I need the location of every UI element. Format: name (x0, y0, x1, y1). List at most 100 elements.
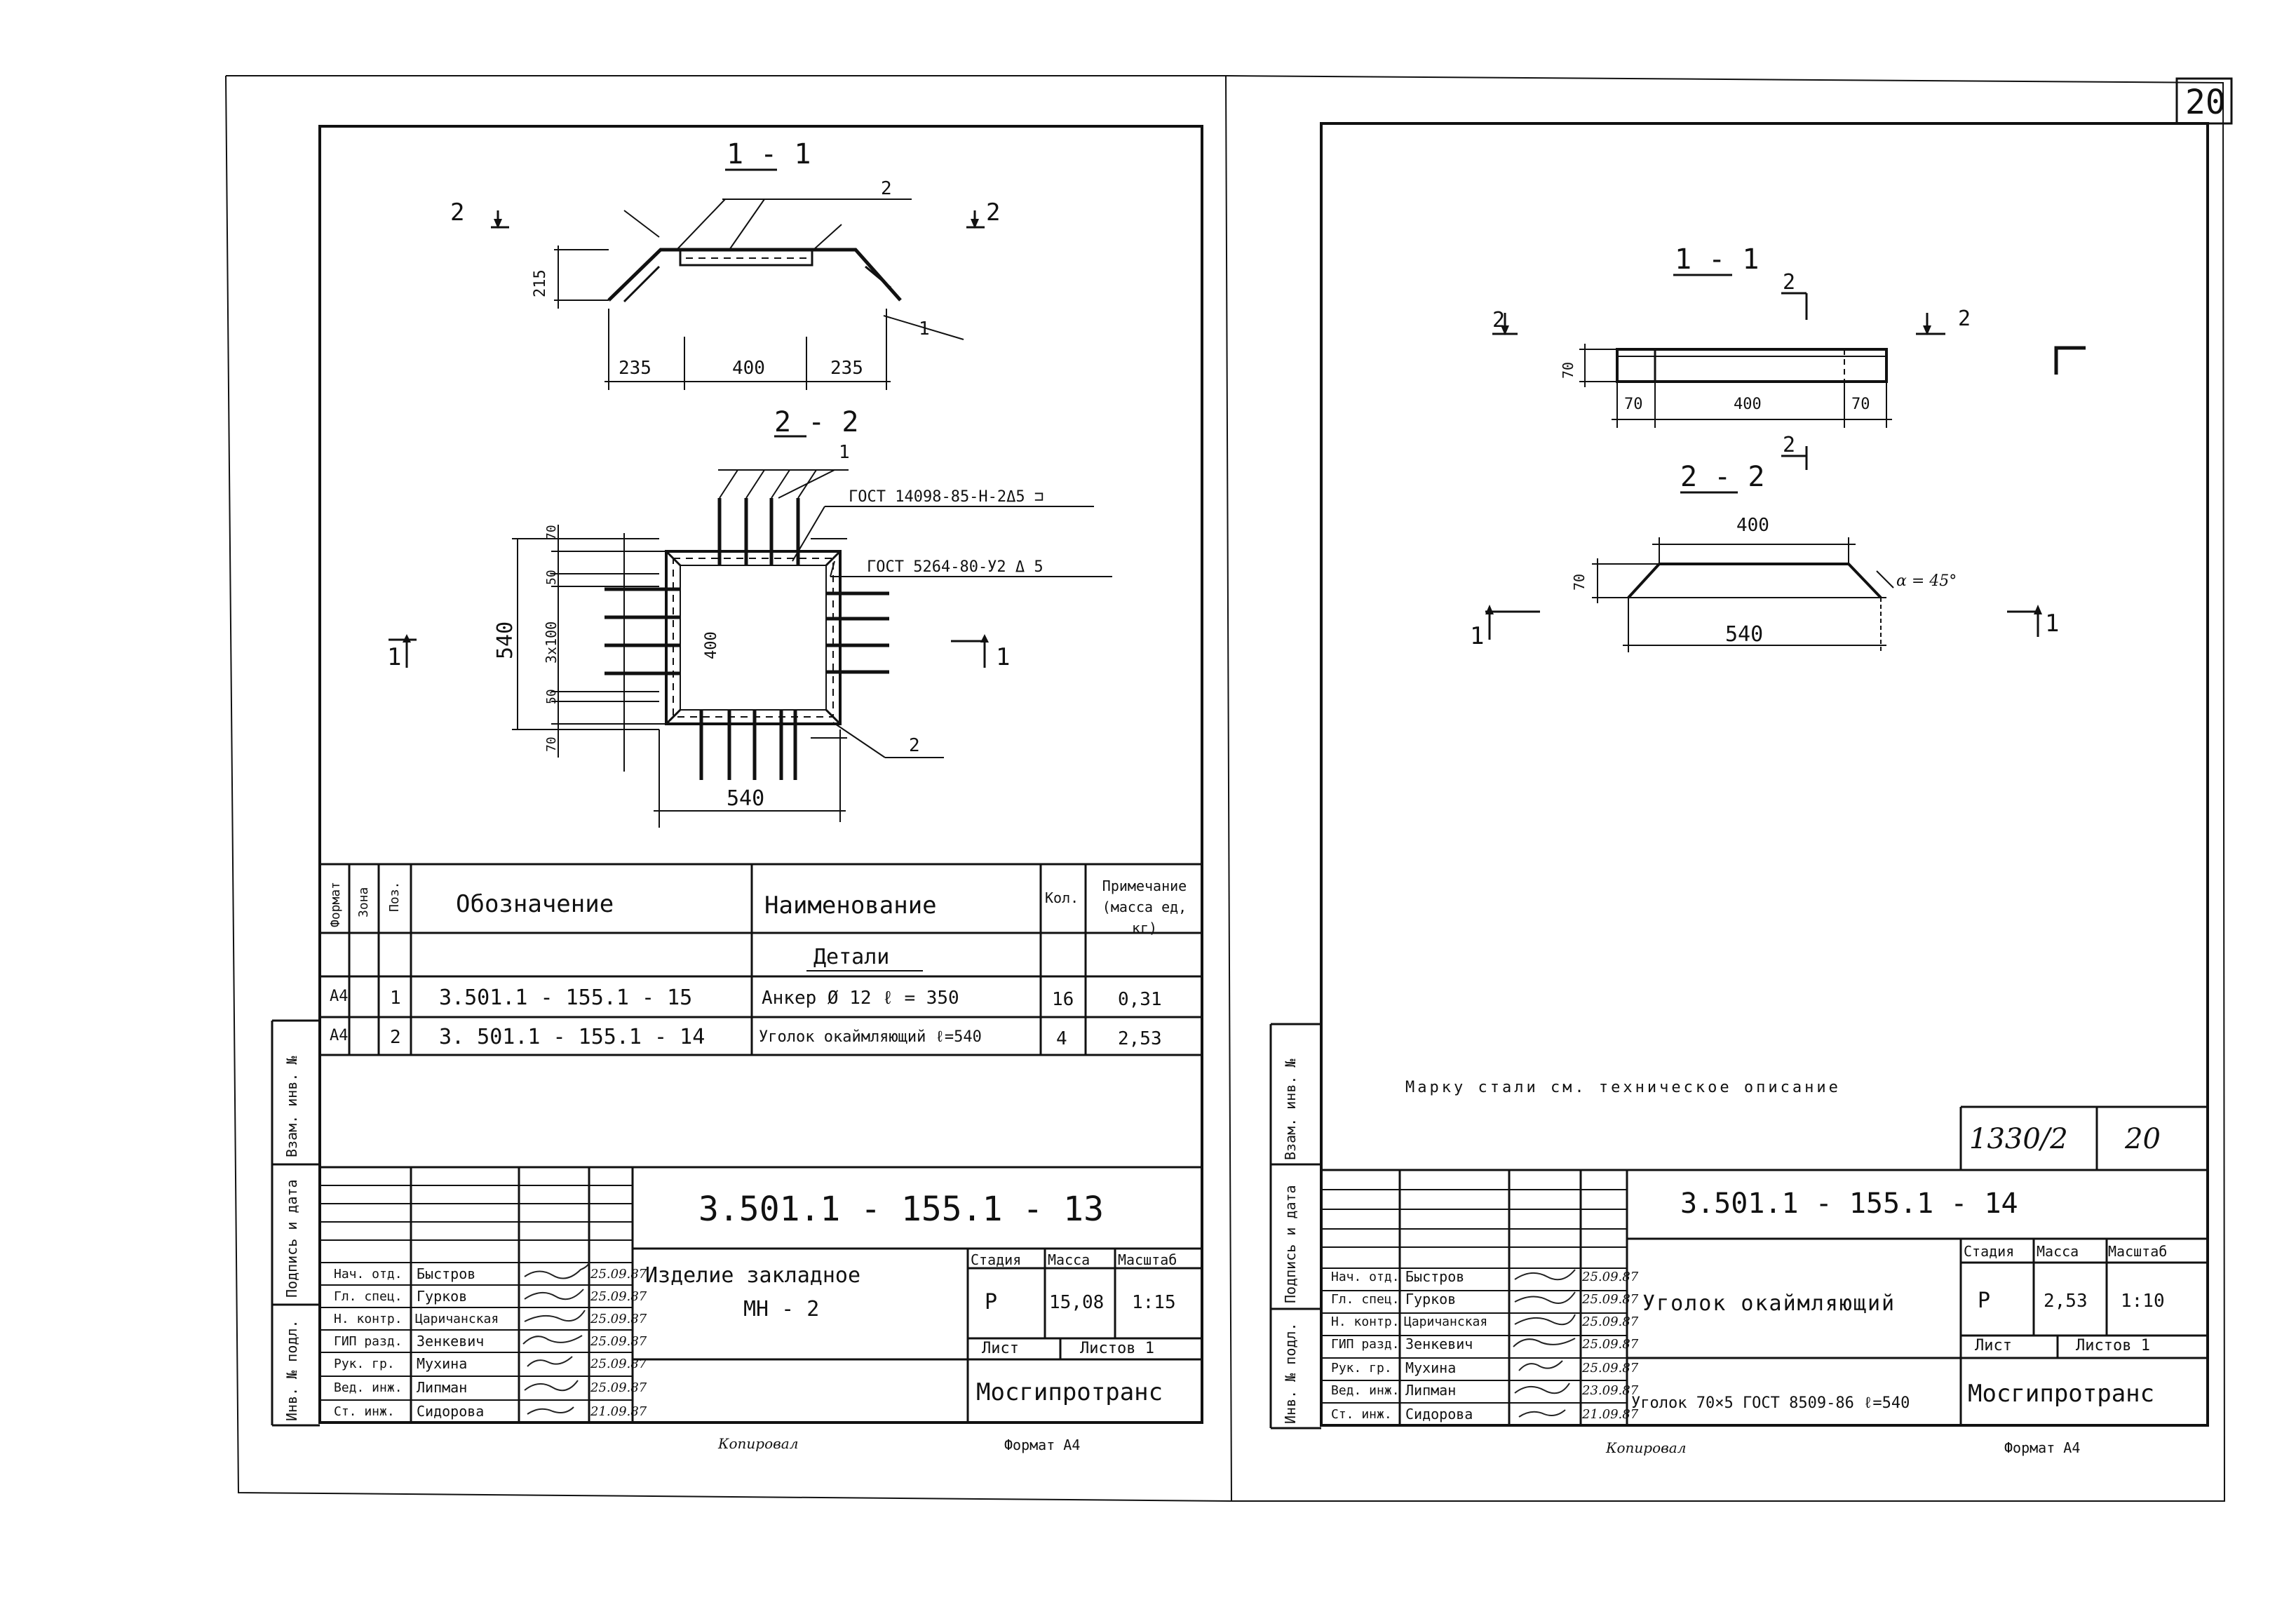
left-stage: Р (985, 1290, 998, 1314)
dim-70-top: 70 (544, 525, 559, 540)
hdr-designation: Обозначение (456, 890, 614, 918)
right-section-2-2-title: 2 - 2 (1680, 461, 1765, 493)
dim-540-vertical: 540 (493, 621, 518, 659)
left-sheets-label: Листов 1 (1080, 1340, 1154, 1357)
right-dim-70-height: 70 (1560, 361, 1576, 379)
left-date-0: 25.09.87 (590, 1267, 647, 1282)
cut-label-1-left: 1 (387, 643, 402, 671)
right-name-1: Гурков (1405, 1291, 1457, 1307)
left-date-2: 25.09.87 (590, 1312, 647, 1326)
left-name-1: Гурков (417, 1288, 468, 1305)
right-date-6: 21.09.87 (1582, 1407, 1639, 1422)
left-sheet-label: Лист (982, 1340, 1019, 1357)
dim-400-inner: 400 (703, 631, 720, 659)
right-mass: 2,53 (2044, 1291, 2088, 1312)
dim-3x100: 3x100 (543, 621, 560, 664)
left-stage-label: Стадия (971, 1251, 1022, 1268)
right-material: Уголок 70×5 ГОСТ 8509-86 ℓ=540 (1631, 1394, 1910, 1412)
right-mass-label: Масса (2037, 1243, 2079, 1260)
right-date-4: 25.09.87 (1582, 1361, 1639, 1376)
left-role-0: Нач. отд. (334, 1267, 403, 1282)
left-role-3: ГИП разд. (334, 1334, 403, 1349)
stamp-number: 1330/2 (1969, 1123, 2068, 1155)
row1-pos: 1 (390, 988, 401, 1009)
right-role-2: Н. контр. (1331, 1314, 1400, 1329)
right-date-3: 25.09.87 (1582, 1337, 1639, 1352)
hdr-format: Формат (328, 881, 343, 927)
left-name-0: Быстров (417, 1265, 476, 1282)
left-role-1: Гл. спец. (334, 1289, 403, 1304)
cut-label-2-right: 2 (986, 199, 1001, 227)
leader-pos1: 1 (919, 318, 930, 339)
spec-section-details: Детали (813, 945, 890, 969)
side-label-signature: Подпись и дата (283, 1179, 300, 1298)
left-role-5: Вед. инж. (334, 1380, 403, 1395)
right-role-6: Ст. инж. (1331, 1407, 1392, 1422)
right-cut-1-left: 1 (1470, 622, 1485, 650)
right-scale-label: Масштаб (2108, 1243, 2168, 1260)
right-cut-1-right: 1 (2045, 610, 2060, 638)
left-name-4: Мухина (417, 1355, 468, 1372)
left-footer-copied: Копировал (718, 1435, 799, 1452)
section-2-2-title: 2 - 2 (774, 406, 859, 438)
dim-50-bottom: 50 (544, 689, 559, 704)
row2-note: 2,53 (1118, 1028, 1162, 1049)
left-role-6: Ст. инж. (334, 1404, 395, 1419)
right-title: Уголок окаймляющий (1642, 1291, 1896, 1316)
right-doc-code: 3.501.1 - 155.1 - 14 (1680, 1188, 2018, 1220)
right-dim-70-s2: 70 (1571, 573, 1588, 591)
right-name-3: Зенкевич (1405, 1336, 1473, 1352)
right-cut-2-top: 2 (1783, 270, 1796, 295)
row1-note: 0,31 (1118, 989, 1162, 1010)
right-date-0: 25.09.87 (1582, 1270, 1639, 1284)
right-name-4: Мухина (1405, 1359, 1457, 1376)
left-date-5: 25.09.87 (590, 1380, 647, 1395)
left-scale-label: Масштаб (1118, 1251, 1177, 1268)
right-cut-2-bottom: 2 (1783, 433, 1796, 457)
section-1-1-title: 1 - 1 (727, 138, 811, 170)
right-side-label-replace: Взам. инв. № (1282, 1058, 1299, 1161)
right-date-5: 23.09.87 (1582, 1383, 1639, 1398)
hdr-pos: Поз. (387, 881, 402, 912)
left-scale: 1:15 (1132, 1292, 1176, 1313)
left-date-6: 21.09.87 (590, 1404, 647, 1419)
right-organization: Мосгипротранс (1968, 1380, 2155, 1408)
right-section-1-1-title: 1 - 1 (1675, 243, 1760, 276)
right-cut-2-right: 2 (1958, 307, 1971, 331)
left-doc-code: 3.501.1 - 155.1 - 13 (698, 1190, 1104, 1229)
dim-70-bottom: 70 (544, 737, 559, 752)
right-sheets-label: Листов 1 (2076, 1337, 2150, 1354)
cut-label-2-left: 2 (450, 199, 465, 227)
stamp-page: 20 (2125, 1123, 2161, 1155)
right-name-0: Быстров (1405, 1268, 1465, 1285)
leader2-pos1: 1 (839, 442, 850, 463)
gost-5264: ГОСТ 5264-80-У2 Δ 5 (867, 558, 1044, 576)
row2-qty: 4 (1056, 1028, 1067, 1049)
row1-designation: 3.501.1 - 155.1 - 15 (439, 986, 693, 1010)
cut-label-1-right: 1 (996, 643, 1011, 671)
right-date-2: 25.09.87 (1582, 1314, 1639, 1329)
left-organization: Мосгипротранс (976, 1378, 1163, 1406)
right-cut-2-left: 2 (1492, 308, 1506, 332)
row2-name: Уголок окаймляющий ℓ=540 (759, 1028, 982, 1046)
right-role-4: Рук. гр. (1331, 1361, 1392, 1376)
hdr-name: Наименование (764, 892, 937, 920)
right-role-3: ГИП разд. (1331, 1337, 1400, 1352)
left-name-2: Царичанская (415, 1312, 499, 1326)
left-title: Изделие закладное (645, 1263, 861, 1288)
right-side-label-signature: Подпись и дата (1282, 1185, 1299, 1303)
dim-50-top: 50 (544, 570, 559, 585)
row1-name: Анкер Ø 12 ℓ = 350 (762, 988, 959, 1009)
dim-235-right: 235 (830, 358, 863, 379)
page-number: 20 (2185, 83, 2226, 122)
row2-format: А4 (330, 1027, 349, 1044)
gost-14098: ГОСТ 14098-85-Н-2Δ5 ⊐ (849, 488, 1044, 506)
row1-format: А4 (330, 988, 349, 1005)
right-scale: 1:10 (2121, 1291, 2165, 1312)
right-side-label-inventory: Инв. № подл. (1282, 1322, 1299, 1425)
right-dim-400-top: 400 (1736, 515, 1769, 536)
row2-pos: 2 (390, 1027, 401, 1048)
dim-400: 400 (732, 358, 765, 379)
right-stage: Р (1978, 1289, 1991, 1313)
